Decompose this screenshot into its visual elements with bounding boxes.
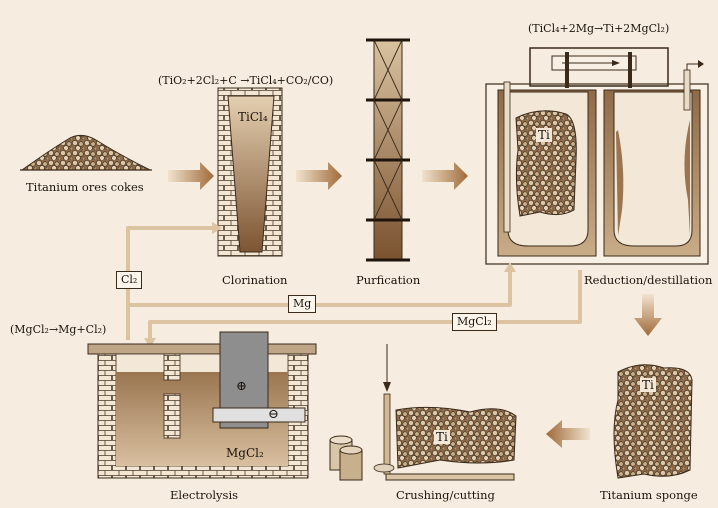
- electrolysis-equation: (MgCl₂→Mg+Cl₂): [10, 323, 107, 336]
- recycle-lines: [126, 226, 582, 340]
- electrolysis-label: Electrolysis: [170, 488, 239, 502]
- recycle-arrowheads: [144, 222, 516, 348]
- chlorination-label: Clorination: [222, 273, 288, 287]
- reduction-label: Reduction/destillation: [584, 273, 713, 287]
- ore-pile: [20, 134, 152, 171]
- electrolysis-cell: [87, 331, 317, 479]
- reactor-ti-label: Ti: [536, 128, 552, 142]
- crush-ti-label: Ti: [434, 430, 450, 444]
- cl2-tag: Cl₂: [116, 271, 143, 289]
- mgcl2-bath-label: MgCl₂: [226, 446, 264, 460]
- reduction-equation: (TiCl₄+2Mg→Ti+2MgCl₂): [528, 22, 670, 35]
- anode-plus-icon: ⊕: [236, 379, 247, 394]
- mg-tag: Mg: [288, 295, 317, 313]
- sponge-label: Titanium sponge: [600, 488, 698, 502]
- purification-label: Purfication: [356, 273, 421, 287]
- mgcl2-tag: MgCl₂: [452, 313, 497, 331]
- reduction-vessels: [485, 47, 709, 265]
- titanium-sponge-block: [613, 364, 693, 479]
- ticl4-label: TiCl₄: [238, 110, 268, 124]
- purification-tower: [366, 38, 410, 262]
- chlorination-furnace: [217, 87, 283, 257]
- sponge-ti-label: Ti: [640, 378, 656, 392]
- chlorination-equation: (TiO₂+2Cl₂+C →TiCl₄+CO₂/CO): [158, 74, 334, 87]
- crushing-label: Crushing/cutting: [396, 488, 495, 502]
- flow-arrows: [168, 162, 662, 448]
- ores-label: Titanium ores cokes: [26, 180, 144, 194]
- cathode-minus-icon: ⊖: [268, 407, 279, 422]
- crushing-station: [329, 344, 517, 481]
